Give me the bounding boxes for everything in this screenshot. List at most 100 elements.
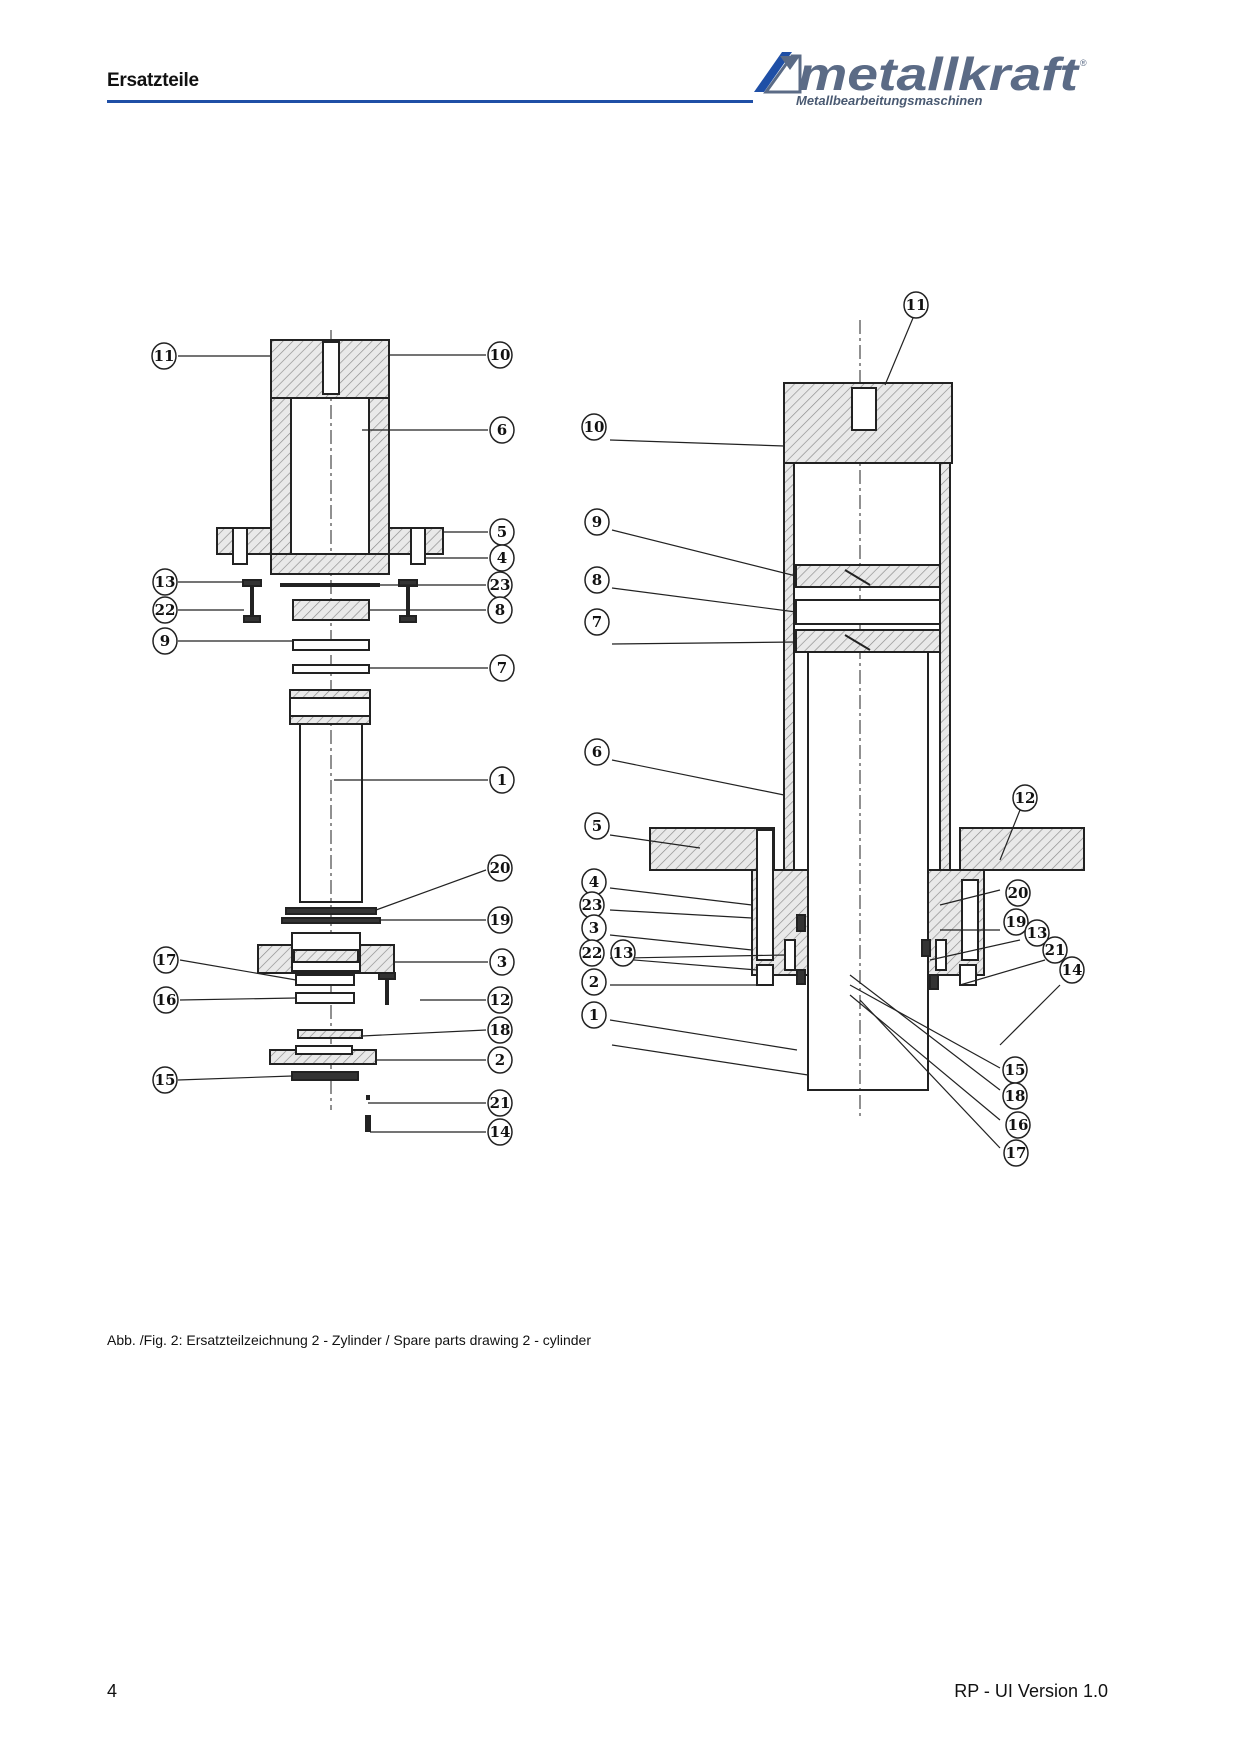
callout-right-18: 18 (1002, 1082, 1028, 1110)
callout-left-20: 20 (487, 854, 513, 882)
svg-text:4: 4 (497, 549, 507, 567)
svg-text:12: 12 (1015, 789, 1036, 807)
svg-text:19: 19 (1006, 913, 1027, 931)
svg-text:8: 8 (495, 601, 505, 619)
svg-text:8: 8 (592, 571, 602, 589)
svg-text:23: 23 (490, 576, 511, 594)
svg-text:17: 17 (156, 951, 177, 969)
svg-text:13: 13 (1027, 924, 1048, 942)
callout-right-23: 23 (579, 891, 605, 919)
callout-right-5: 5 (584, 812, 610, 840)
svg-text:7: 7 (592, 613, 602, 631)
svg-text:12: 12 (490, 991, 511, 1009)
callout-right-13-left: 13 (610, 939, 636, 967)
svg-text:3: 3 (497, 953, 507, 971)
svg-text:15: 15 (155, 1071, 176, 1089)
page-header-title: Ersatzteile (107, 70, 199, 91)
callout-right-2: 2 (581, 968, 607, 996)
callout-left-19: 19 (487, 906, 513, 934)
callout-left-5: 5 (489, 518, 515, 546)
svg-text:10: 10 (490, 346, 511, 364)
leader-lines (177, 317, 1061, 1149)
callout-right-11: 11 (903, 291, 929, 319)
svg-text:1: 1 (589, 1006, 599, 1024)
svg-text:10: 10 (584, 418, 605, 436)
callout-left-18: 18 (487, 1016, 513, 1044)
callout-left-13: 13 (152, 568, 178, 596)
callout-right-9: 9 (584, 508, 610, 536)
svg-text:6: 6 (497, 421, 507, 439)
svg-text:6: 6 (592, 743, 602, 761)
exploded-view (216, 330, 444, 1132)
svg-text:5: 5 (592, 817, 602, 835)
callout-left-9: 9 (152, 627, 178, 655)
svg-text:21: 21 (490, 1094, 511, 1112)
callout-left-12: 12 (487, 986, 513, 1014)
callout-left-17: 17 (153, 946, 179, 974)
svg-text:9: 9 (160, 632, 170, 650)
svg-text:11: 11 (154, 347, 175, 365)
callout-left-15: 15 (152, 1066, 178, 1094)
callout-right-1: 1 (581, 1001, 607, 1029)
callout-right-12: 12 (1012, 784, 1038, 812)
logo-tagline: Metallbearbeitungsmaschinen (796, 93, 983, 108)
svg-text:13: 13 (155, 573, 176, 591)
callout-right-10: 10 (581, 413, 607, 441)
callout-left-16: 16 (153, 986, 179, 1014)
svg-text:14: 14 (1062, 961, 1083, 979)
callout-right-15: 15 (1002, 1056, 1028, 1084)
left-callouts: 11 10 6 5 4 13 23 22 8 9 7 1 20 19 17 3 … (151, 341, 515, 1146)
callout-right-8: 8 (584, 566, 610, 594)
callout-right-20: 20 (1005, 879, 1031, 907)
callout-left-8: 8 (487, 596, 513, 624)
callout-right-22: 22 (579, 939, 605, 967)
figure-caption: Abb. /Fig. 2: Ersatzteilzeichnung 2 - Zy… (107, 1332, 591, 1348)
callout-left-14: 14 (487, 1118, 513, 1146)
callout-left-11: 11 (151, 342, 177, 370)
callout-left-23: 23 (487, 571, 513, 599)
callout-right-21: 21 (1042, 936, 1068, 964)
logo-mark-icon (754, 52, 802, 94)
callout-left-3: 3 (489, 948, 515, 976)
callout-right-13-right: 13 (1024, 919, 1050, 947)
svg-text:11: 11 (906, 296, 927, 314)
callout-left-21: 21 (487, 1089, 513, 1117)
svg-text:20: 20 (490, 859, 511, 877)
svg-text:18: 18 (490, 1021, 511, 1039)
callout-left-10: 10 (487, 341, 513, 369)
svg-text:16: 16 (1008, 1116, 1029, 1134)
callout-left-4: 4 (489, 544, 515, 572)
svg-text:22: 22 (155, 601, 176, 619)
svg-text:7: 7 (497, 659, 507, 677)
callout-left-2: 2 (487, 1046, 513, 1074)
svg-text:22: 22 (582, 944, 603, 962)
svg-text:21: 21 (1045, 941, 1066, 959)
svg-text:2: 2 (495, 1051, 505, 1069)
document-version: RP - UI Version 1.0 (954, 1681, 1108, 1701)
callout-right-4: 4 (581, 868, 607, 896)
callout-right-16: 16 (1005, 1111, 1031, 1139)
registered-mark: ® (1080, 58, 1087, 68)
svg-text:4: 4 (589, 873, 599, 891)
callout-right-7: 7 (584, 608, 610, 636)
svg-text:13: 13 (613, 944, 634, 962)
callout-right-19: 19 (1003, 908, 1029, 936)
callout-right-17: 17 (1003, 1139, 1029, 1167)
svg-text:16: 16 (156, 991, 177, 1009)
svg-text:14: 14 (490, 1123, 511, 1141)
svg-text:15: 15 (1005, 1061, 1026, 1079)
logo-wordmark: metallkraft (798, 48, 1080, 100)
header-rule (107, 100, 753, 103)
callout-left-1: 1 (489, 766, 515, 794)
callout-right-3: 3 (581, 914, 607, 942)
svg-text:18: 18 (1005, 1087, 1026, 1105)
right-callouts: 11 10 9 8 7 6 12 5 4 20 23 19 3 13 22 13… (579, 291, 1085, 1167)
callout-left-6: 6 (489, 416, 515, 444)
svg-text:17: 17 (1006, 1144, 1027, 1162)
brand-logo: metallkraft ® (754, 48, 1087, 100)
section-view (649, 320, 1085, 1120)
callout-left-22: 22 (152, 596, 178, 624)
svg-text:9: 9 (592, 513, 602, 531)
svg-text:3: 3 (589, 919, 599, 937)
